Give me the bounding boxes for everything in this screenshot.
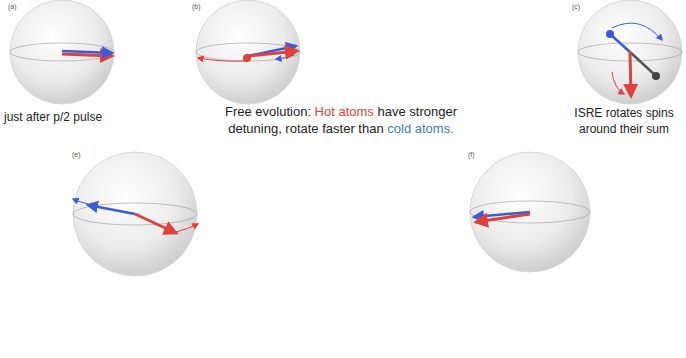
caption-word: faster [322,121,358,136]
panel-letter: (e) [72,150,102,159]
caption-word: atoms [338,104,377,119]
sphere-c [578,0,682,104]
caption-word: evolution: [255,104,314,119]
caption-word: cold [387,121,414,136]
caption-word: Hot [315,104,339,119]
sphere-e [73,152,198,276]
caption-word: than [358,121,387,136]
caption-word: Free [225,104,255,119]
caption: just after p/2 pulse [4,110,164,126]
caption-word: atoms. [415,121,454,136]
sphere-a [10,0,114,104]
caption: ISRE rotates spins around their sum [566,106,682,137]
sphere-f [470,152,590,272]
panel-letter: (c) [572,2,602,11]
sphere-b [196,0,300,104]
panel-letter: (b) [192,2,222,11]
caption-word: rotate [285,121,322,136]
caption-word: have [377,104,409,119]
caption-word: stronger [409,104,457,119]
caption-word: detuning, [228,121,285,136]
panel-letter: (f) [468,150,498,159]
panel-letter: (a) [8,2,38,11]
caption: Free evolution: Hot atoms have stronger … [210,104,472,138]
